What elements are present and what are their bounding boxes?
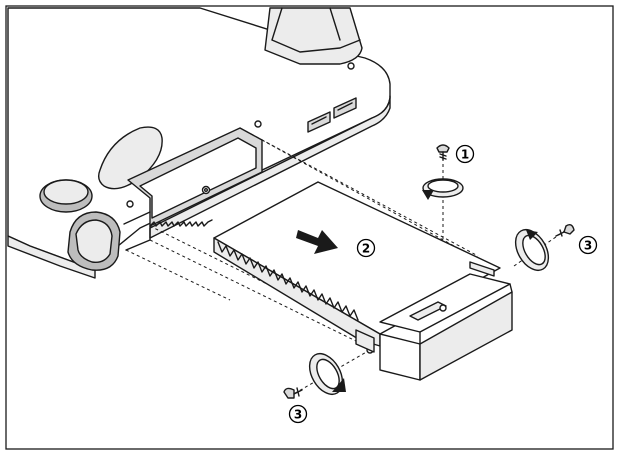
- screw-icon: [436, 144, 450, 161]
- step-callout-1: 1: [455, 144, 475, 164]
- usb-ports: [307, 97, 357, 133]
- step-callout-3-right: 3: [578, 235, 598, 255]
- round-button: [39, 179, 93, 213]
- palm-rest-oval: [97, 126, 163, 190]
- screw-icon: [555, 223, 575, 237]
- base-screw-hole: [347, 62, 355, 70]
- base-screw-hole: [254, 120, 262, 128]
- rotate-arrow-icon: [308, 353, 346, 395]
- step-label: 3: [584, 239, 592, 253]
- step-label: 3: [294, 408, 302, 422]
- slide-arrow-icon: [296, 230, 338, 254]
- base-screw-hole: [126, 200, 134, 208]
- diagram-frame: [5, 5, 614, 450]
- drive-screw-hole: [439, 304, 447, 312]
- laptop-base: [7, 7, 391, 279]
- step-label: 1: [461, 148, 469, 162]
- screw-icon: [283, 387, 303, 399]
- drive-bay: [123, 127, 263, 251]
- step-callout-2: 2: [356, 238, 376, 258]
- hard-drive-module: [213, 181, 513, 381]
- rotate-arrow-icon: [422, 178, 464, 200]
- hinge-block: [264, 7, 363, 65]
- corner-bumper: [67, 211, 121, 271]
- rotate-arrow-icon: [514, 229, 550, 271]
- step-label: 2: [362, 242, 370, 256]
- step-callout-3-left: 3: [288, 404, 308, 424]
